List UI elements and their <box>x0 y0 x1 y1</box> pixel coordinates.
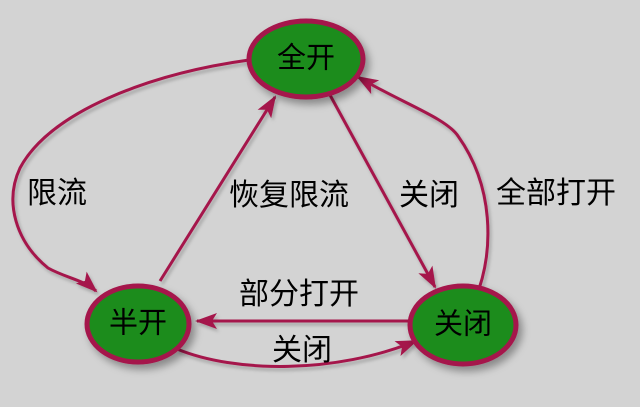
state-node-closed <box>407 283 519 367</box>
edge-label-close-from-half-open: 关闭 <box>272 334 332 367</box>
node-label-full-open: 全开 <box>276 42 336 75</box>
node-label-closed: 关闭 <box>433 308 493 341</box>
edge-label-partial-open: 部分打开 <box>239 278 359 311</box>
node-label-half-open: 半开 <box>108 307 168 340</box>
edge-label-open-all: 全部打开 <box>496 177 616 210</box>
state-node-full-open <box>246 18 366 100</box>
edge-label-recover-limit: 恢复限流 <box>229 179 349 212</box>
arrow-limit-flow <box>11 58 250 293</box>
arrow-recover-limit <box>158 95 277 282</box>
transition-arrows <box>11 58 490 368</box>
arrow-close-from-full-open <box>328 94 437 289</box>
state-node-half-open <box>84 283 192 365</box>
edge-label-close-from-full-open: 关闭 <box>399 179 459 212</box>
edge-label-limit-flow: 限流 <box>27 177 87 210</box>
arrow-open-all <box>356 75 490 290</box>
arrow-close-from-half-open <box>176 339 418 368</box>
state-nodes <box>84 18 519 367</box>
